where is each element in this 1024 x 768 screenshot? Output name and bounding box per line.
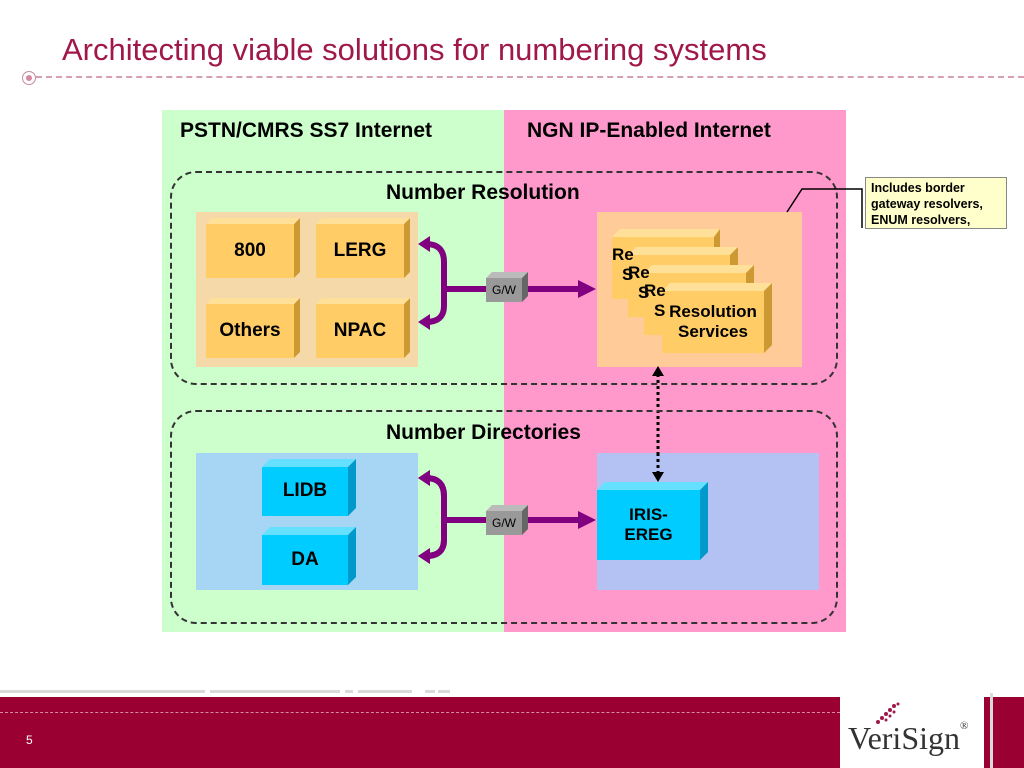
callout-line3: ENUM resolvers, [871,213,971,227]
callout-line2: gateway resolvers, [871,197,983,211]
stub-2-line2: S [638,283,650,302]
footer-strip-3 [345,690,353,693]
stub-3-line2: S [654,301,666,320]
footer-strip-2 [210,690,340,693]
slide-title: Architecting viable solutions for number… [62,32,767,67]
resolution-services-stub-3: Re S [644,281,674,321]
resolution-services-line2: Services [678,322,748,341]
page-number: 5 [26,733,33,747]
stub-1-line2: S [622,265,634,284]
resolution-gateway-arrows [418,236,596,330]
title-bullet-icon [22,71,36,85]
callout-line1: Includes border [871,181,965,195]
footer-divider [0,712,840,713]
block-others-label: Others [219,319,281,341]
iris-line2: EREG [624,525,673,544]
pstn-panel-header: PSTN/CMRS SS7 Internet [180,119,433,142]
ngn-panel-header: NGN IP-Enabled Internet [527,119,771,142]
block-800-3d [206,218,300,278]
logo-wordmark: VeriSign [848,720,960,756]
gateway-block-1 [486,272,528,302]
verisign-logo: VeriSign® [848,720,968,757]
block-800-label: 800 [234,239,266,261]
logo-registered-mark: ® [960,720,969,732]
block-lidb-label: LIDB [282,480,328,502]
block-npac-label: NPAC [333,319,387,341]
block-da-label: DA [291,548,319,570]
verisign-checkmark-icon [876,702,900,724]
resolution-services-stub-1: Re S [612,245,642,285]
logo-panel [840,693,984,768]
block-lerg-3d [316,218,410,278]
stub-1-line1: Re [612,244,634,264]
number-resolution-title: Number Resolution [386,181,580,204]
resolver-callout: Includes border gateway resolvers, ENUM … [865,177,1007,229]
footer-strip-1 [0,690,205,693]
gateway-block-2 [486,505,528,535]
footer-strip-5 [425,690,435,693]
title-divider [36,76,1024,78]
gateway-1-label: G/W [492,283,516,297]
resolution-services-stub-2: Re S [628,263,658,303]
number-directories-title: Number Directories [386,421,581,444]
number-resolution-boundary [170,171,838,385]
resolution-services-label: Resolution Services [662,291,764,353]
footer-strip-4 [358,690,412,693]
footer-strip-6 [438,690,450,693]
callout-connector [786,188,863,228]
stub-2-line1: Re [628,262,650,282]
gateway-2-label: G/W [492,516,516,530]
number-directories-boundary [170,410,838,624]
stub-3-line1: Re [644,280,666,300]
resolution-services-line1: Resolution [669,301,757,321]
block-npac-3d [316,298,410,358]
logo-panel-edge [990,693,993,768]
block-lerg-label: LERG [333,239,387,261]
iris-line1: IRIS- [629,504,668,524]
block-iris-ereg-label: IRIS- EREG [597,490,700,560]
resolution-services-stack [612,229,772,353]
block-others-3d [206,298,300,358]
